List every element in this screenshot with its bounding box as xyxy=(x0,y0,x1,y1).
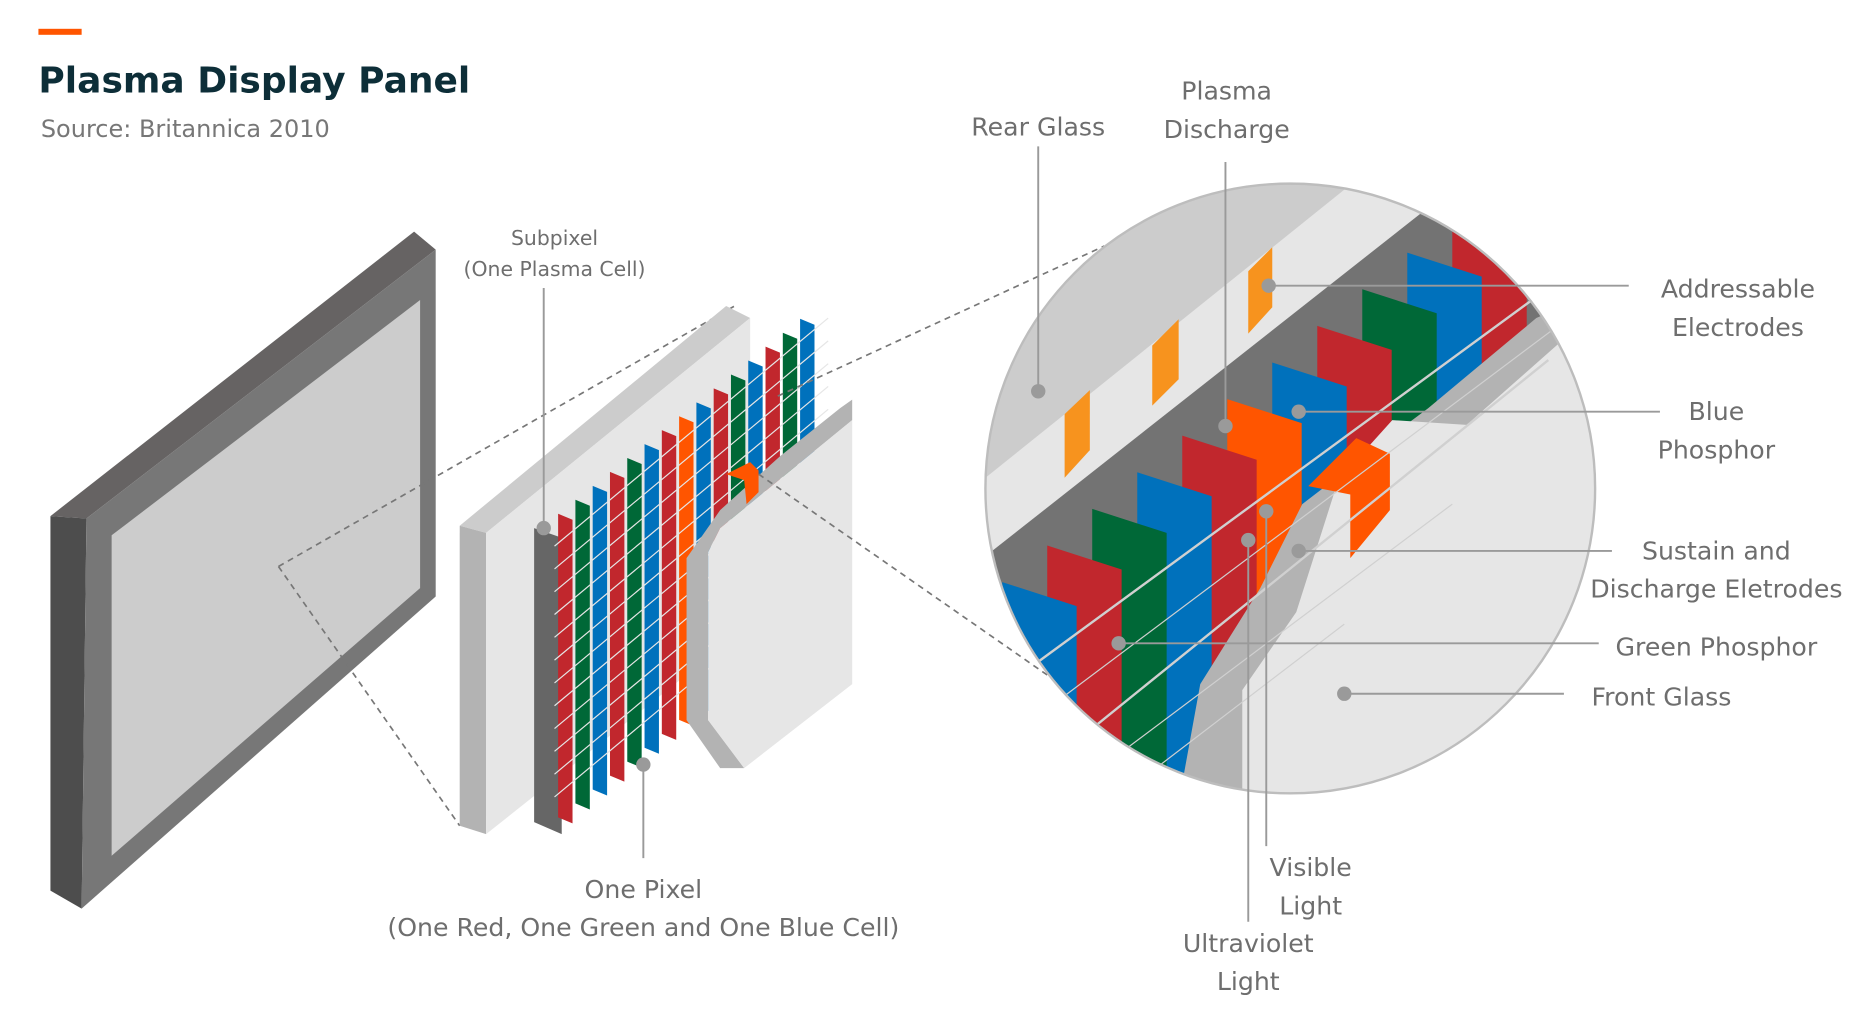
electrode-line xyxy=(1139,623,1345,781)
svg-text:Sustain and: Sustain and xyxy=(1642,536,1791,565)
callout-subpixel: Subpixel (One Plasma Cell) xyxy=(464,226,646,536)
svg-text:Light: Light xyxy=(1217,967,1280,996)
zoom-line xyxy=(277,566,461,827)
svg-text:Discharge: Discharge xyxy=(1164,115,1290,144)
callout-front-glass: Front Glass xyxy=(1337,683,1731,712)
rib-green xyxy=(575,499,590,810)
callout-one-pixel: One Pixel (One Red, One Green and One Bl… xyxy=(387,757,899,942)
svg-text:Addressable: Addressable xyxy=(1661,275,1815,304)
electrode-line xyxy=(1055,323,1561,703)
svg-text:Discharge Eletrodes: Discharge Eletrodes xyxy=(1590,575,1842,604)
svg-text:Green Phosphor: Green Phosphor xyxy=(1616,632,1818,661)
electrode-line xyxy=(554,363,829,593)
accent-bar xyxy=(38,28,82,35)
page-title: Plasma Display Panel xyxy=(38,60,470,101)
svg-text:Subpixel: Subpixel xyxy=(511,226,598,250)
svg-text:Plasma: Plasma xyxy=(1181,77,1272,106)
callout-blue-phosphor: Blue Phosphor xyxy=(1291,397,1776,464)
svg-text:Blue: Blue xyxy=(1688,397,1744,426)
svg-text:Rear Glass: Rear Glass xyxy=(971,113,1105,142)
rib-blue xyxy=(592,485,608,796)
svg-text:(One Plasma Cell): (One Plasma Cell) xyxy=(464,257,646,281)
electrode-line xyxy=(554,386,829,615)
addressable-electrode xyxy=(1064,390,1090,478)
svg-text:Electrodes: Electrodes xyxy=(1672,313,1804,342)
electrode-line xyxy=(1031,287,1550,668)
electrode-line xyxy=(1079,359,1550,740)
electrode-line xyxy=(554,317,829,547)
svg-text:Phosphor: Phosphor xyxy=(1658,435,1776,464)
source-text: Source: Britannica 2010 xyxy=(41,115,330,143)
magnifier-circle xyxy=(984,182,1597,795)
rib-red xyxy=(661,430,677,740)
svg-text:Ultraviolet: Ultraviolet xyxy=(1183,929,1314,958)
callout-plasma-discharge: Plasma Discharge xyxy=(1164,77,1290,434)
svg-text:(One Red, One Green and One Bl: (One Red, One Green and One Blue Cell) xyxy=(387,913,899,942)
addressable-electrode xyxy=(1248,247,1273,334)
rib-green xyxy=(627,458,642,768)
rib-blue xyxy=(1002,582,1077,794)
electrode-line xyxy=(554,340,829,570)
rib-blue xyxy=(644,444,659,754)
svg-text:Visible: Visible xyxy=(1270,853,1352,882)
monitor xyxy=(50,231,436,909)
callout-sustain-discharge-electrodes: Sustain and Discharge Eletrodes xyxy=(1291,536,1842,604)
zoom-line xyxy=(758,473,1087,703)
rib-red xyxy=(609,471,625,782)
callout-addressable-electrodes: Addressable Electrodes xyxy=(1261,275,1815,342)
svg-text:Front Glass: Front Glass xyxy=(1592,683,1732,712)
callout-visible-light: Visible Light xyxy=(1259,504,1352,921)
callout-rear-glass: Rear Glass xyxy=(971,113,1105,399)
callout-green-phosphor: Green Phosphor xyxy=(1111,632,1818,661)
addressable-electrode xyxy=(1152,319,1179,406)
zoom-line xyxy=(777,245,1105,397)
front-glass-panel xyxy=(686,399,853,769)
svg-text:One Pixel: One Pixel xyxy=(585,875,703,904)
rib-red xyxy=(1047,545,1122,794)
callout-ultraviolet-light: Ultraviolet Light xyxy=(1183,532,1314,996)
electrode-line xyxy=(1115,503,1453,757)
svg-text:Light: Light xyxy=(1279,892,1342,921)
electrode-line xyxy=(554,408,829,638)
zoom-line xyxy=(278,305,735,568)
